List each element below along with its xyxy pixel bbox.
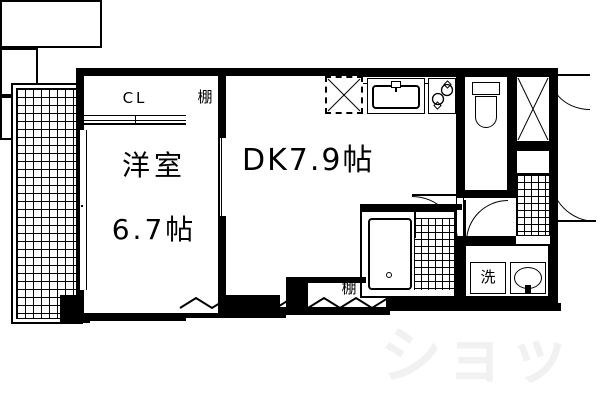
- gas-stove: [428, 78, 456, 114]
- washer-label: 洗: [480, 268, 496, 286]
- shelf-top-label: 棚: [197, 88, 213, 106]
- interior-door-panel-entry[interactable]: [550, 220, 596, 222]
- wall-below-shoe-cabinet: [508, 142, 558, 150]
- western-room-area: 6.7帖: [111, 213, 197, 246]
- bathroom-door-panel[interactable]: [414, 212, 416, 238]
- toilet-tank: [472, 82, 500, 95]
- sliding-door-bedroom-dk-rail: [221, 138, 222, 216]
- dining-kitchen-label: DK7.9帖: [242, 143, 375, 178]
- closet-sliding-doors[interactable]: [84, 115, 186, 125]
- bathtub: [368, 218, 412, 290]
- entrance-landing: [516, 150, 550, 174]
- shelf-bottom-label: 棚: [341, 279, 357, 297]
- balcony-sliding-window-rail: [81, 205, 83, 207]
- kitchen-sink: [367, 78, 425, 114]
- toilet-bowl: [475, 96, 497, 128]
- balcony-sliding-window[interactable]: [79, 130, 87, 290]
- shoe-cabinet: [516, 76, 550, 142]
- wall-above-bathroom: [286, 277, 366, 283]
- exterior-wall-top: [76, 68, 558, 76]
- balcony: [11, 83, 83, 324]
- wall-below-toilet: [456, 190, 516, 198]
- wall-mass-bottom-right: [386, 296, 558, 306]
- dk-door-panel[interactable]: [412, 194, 458, 196]
- front-door-panel[interactable]: [550, 74, 590, 76]
- exterior-wall-bottom-c: [270, 307, 390, 315]
- partition-wall-bedroom-dk-top: [218, 68, 226, 120]
- closet-cl[interactable]: [0, 0, 102, 48]
- dk-door-opening[interactable]: [457, 196, 463, 240]
- toilet-door-opening[interactable]: [464, 196, 508, 202]
- washbasin: [510, 262, 546, 294]
- bathtub-drain: [386, 272, 392, 278]
- sink-faucet-stem: [395, 87, 397, 92]
- toilet-door-panel[interactable]: [464, 200, 466, 242]
- bathroom-floor-grid: [414, 218, 454, 290]
- watermark: ショップ: [380, 319, 573, 392]
- entrance-tile-fill: [517, 175, 549, 235]
- washer-space: [470, 262, 506, 294]
- toilet: [472, 82, 500, 130]
- closet-cl-label: CL: [122, 89, 148, 107]
- refrigerator-space: [325, 76, 363, 114]
- corridor-boundary: [456, 236, 516, 244]
- bottom-edge-detail: [179, 296, 561, 310]
- wall-bathroom-top: [360, 204, 462, 210]
- exterior-wall-bottom-a: [76, 313, 186, 321]
- wall-left-washroom: [456, 244, 464, 302]
- washbasin-pedestal: [525, 285, 531, 293]
- western-room-name: 洋室: [121, 149, 186, 182]
- partition-wall-bedroom-dk: [218, 120, 226, 313]
- balcony-grid-fill: [16, 88, 78, 319]
- entrance-tile: [516, 174, 550, 236]
- exterior-wall-bottom-d: [386, 303, 561, 311]
- partition-wall-dk-right: [456, 68, 464, 196]
- partition-wall-toilet-entrance: [508, 68, 516, 196]
- western-room-floor: [84, 76, 224, 313]
